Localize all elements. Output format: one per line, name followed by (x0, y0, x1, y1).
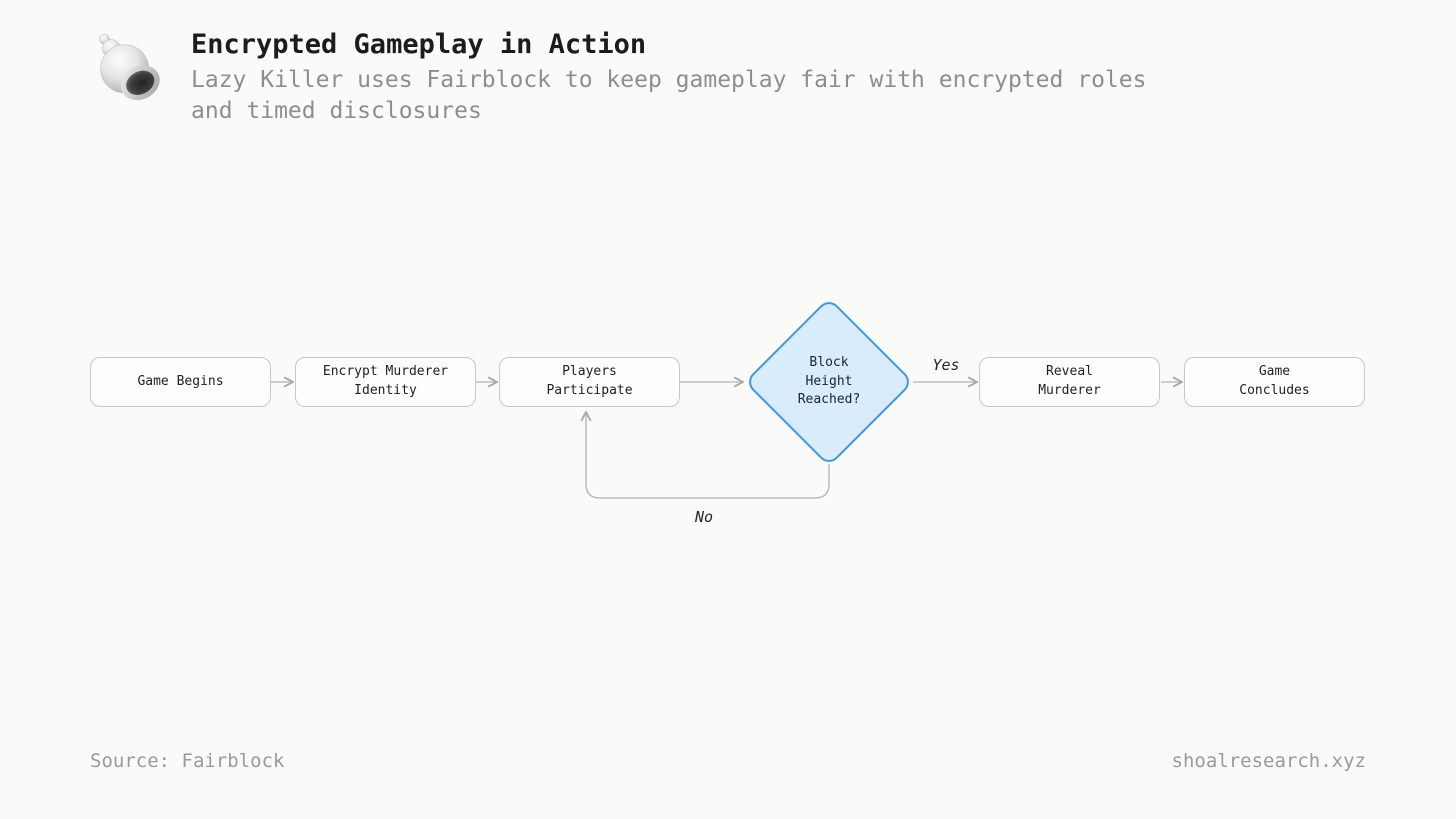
edge-label-yes: Yes (932, 356, 960, 374)
edge-label-no: No (694, 508, 714, 526)
node-encrypt-murderer-identity: Encrypt Murderer Identity (295, 357, 476, 407)
page-title: Encrypted Gameplay in Action (191, 29, 647, 60)
header-text: Encrypted Gameplay in Action Lazy Killer… (191, 26, 1146, 127)
node-block-height-reached-label: Block Height Reached? (797, 354, 861, 408)
node-reveal-murderer: Reveal Murderer (979, 357, 1160, 407)
page-subtitle: Lazy Killer uses Fairblock to keep gamep… (191, 67, 1147, 124)
site-credit: shoalresearch.xyz (1171, 750, 1366, 772)
node-players-participate: Players Participate (499, 357, 680, 407)
node-game-concludes: Game Concludes (1184, 357, 1365, 407)
node-game-begins: Game Begins (90, 357, 271, 407)
source-attribution: Source: Fairblock (90, 750, 285, 772)
header: Encrypted Gameplay in Action Lazy Killer… (88, 26, 1146, 127)
seashell-icon (99, 33, 160, 101)
